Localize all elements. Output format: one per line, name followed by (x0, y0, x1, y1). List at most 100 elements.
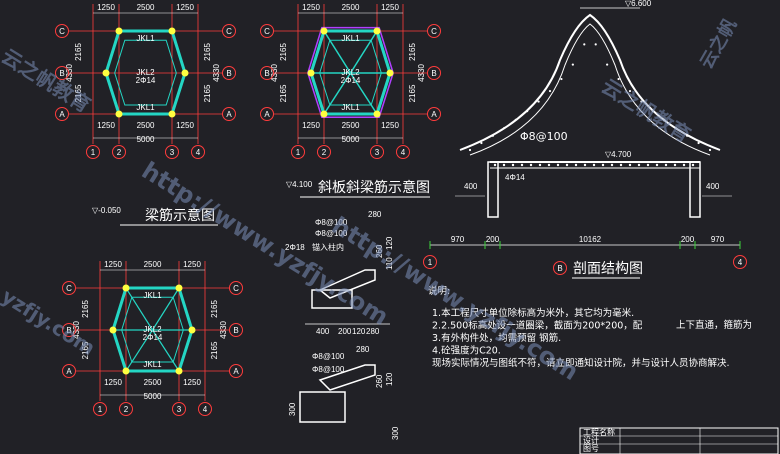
detail1-h3: 110 (385, 257, 394, 270)
slab-rebar-dot (664, 163, 668, 167)
plan-bottom-left-dim-right-part2: 2165 (210, 341, 219, 359)
plan-bottom-left-bubble-col-2: 2 (124, 405, 129, 414)
slab-rebar-dot (574, 163, 578, 167)
detail2-beam-profile (318, 364, 376, 391)
plan-top-left-dim-bot-1: 1250 (97, 121, 115, 130)
detail1-h2: 120 (385, 236, 394, 250)
plan-top-left-column-node-5 (102, 69, 110, 77)
plan-bottom-left-bubble-col-3-circle (172, 402, 186, 416)
plan-top-right-bubble-col-4-circle (396, 145, 410, 159)
plan-top-right-column-node-3 (373, 110, 381, 118)
plan-top-left-bubble-row-B-left: B (59, 69, 64, 78)
plan-bottom-left-bubble-row-B-left-circle (62, 323, 76, 337)
plan-bottom-left-dim-top-1: 1250 (104, 260, 122, 269)
plan-top-left-dim-total: 5000 (137, 135, 155, 144)
roof-rebar-dot (503, 126, 506, 130)
notes-line-3: 3.有外构件处，均需预留 钢筋. (432, 332, 561, 344)
section-dim-0: 970 (451, 235, 465, 244)
plan-top-left-bubble-col-1: 1 (91, 148, 96, 157)
plan-top-left-bubble-row-B-right-circle (222, 66, 236, 80)
detail1-bottom-0: 400 (316, 327, 330, 336)
plan-top-right-dim-left-part1: 2165 (279, 43, 288, 61)
plan-bottom-left-bubble-row-B-right-circle (229, 323, 243, 337)
notes-line-5: 现场实际情况与图纸不符，请立即通知设计院，并与设计人员协商解决. (432, 357, 730, 369)
slab-rebar-dot (637, 163, 641, 167)
slab-rebar-dot (538, 163, 542, 167)
slab-rebar-dot (529, 163, 533, 167)
plan-top-left-bubble-row-A-right: A (226, 110, 232, 119)
plan-top-left-dim-right-part2: 2165 (203, 84, 212, 102)
roof-rebar-dot (606, 63, 609, 66)
plan-top-right-bubble-row-C-right-circle (427, 24, 441, 38)
watermark-cn-3: 云之帆 (695, 15, 741, 73)
section-dim-2: 10162 (579, 235, 602, 244)
title-block-label-3: 图号 (583, 444, 599, 453)
plan-top-right-dim-right-part1: 2165 (408, 43, 417, 61)
plan-top-right-beam-label-bot: JKL1 (341, 103, 360, 112)
plan-top-right-bubble-col-4: 4 (401, 148, 406, 157)
plan-bottom-left-bubble-col-4: 4 (203, 405, 208, 414)
plan-top-left-hex-inner (114, 39, 177, 106)
plan-bottom-left-column-node-0 (122, 284, 130, 292)
section-column-right (689, 161, 701, 218)
roof-rebar-dot (480, 141, 483, 145)
plan-bottom-left-bubble-row-C-right: C (233, 284, 239, 293)
plan-top-right-bubble-col-3: 3 (375, 148, 380, 157)
plan-top-right-bubble-row-A-left: A (264, 110, 270, 119)
plan-bottom-left-column-node-3 (175, 367, 183, 375)
plan-bottom-left-bubble-col-3: 3 (177, 405, 182, 414)
plan-bottom-left-bubble-row-C-left: C (66, 284, 72, 293)
notes-heading: 说明: (428, 285, 450, 297)
plan-top-right-bubble-col-2-circle (317, 145, 331, 159)
plan-top-left-column-node-2 (181, 69, 189, 77)
plan-bottom-left-dim-top-3: 1250 (183, 260, 201, 269)
plan-top-left-bubble-col-1-circle (86, 145, 100, 159)
detail1-bottom-3: 280 (366, 327, 380, 336)
section-grid-b: B (557, 264, 562, 273)
plan-top-left-bubble-row-A-left-circle (55, 107, 69, 121)
plan-top-right-dim-top-1: 1250 (302, 3, 320, 12)
detail1-bar: 2Φ18 (285, 243, 305, 252)
plan-top-right-rib-1 (349, 30, 378, 74)
plan-top-right-bubble-row-A-right-circle (427, 107, 441, 121)
plan-top-right-dim-left-part2: 2165 (279, 84, 288, 102)
plan-bottom-left-bubble-row-B-right: B (233, 326, 238, 335)
detail1-bar-note: 锚入柱内 (312, 242, 344, 252)
plan-top-left-beam-label-top: JKL1 (136, 34, 155, 43)
plan-bottom-left-dim-right-total: 4330 (219, 321, 228, 339)
plan-top-right-beam-label-mid: JKL2 (341, 68, 360, 77)
roof-rebar-dot (708, 148, 712, 152)
plan-top-right-dim-left-total: 4330 (270, 64, 279, 82)
plan-top-left-bubble-row-C-left-circle (55, 24, 69, 38)
title-section: 剖面结构图 (573, 261, 643, 277)
level-eave: ▽4.700 (605, 150, 632, 159)
plan-bottom-left-bubble-row-A-right: A (233, 367, 239, 376)
slab-rebar-dot (511, 163, 515, 167)
plan-bottom-left-dim-top-2: 2500 (144, 260, 162, 269)
notes-line2-tail: 上下直通，箍筋为 (676, 319, 752, 331)
plan-top-right-bubble-row-A-left-circle (260, 107, 274, 121)
roof-rebar-dot (651, 109, 654, 113)
plan-bottom-left-rib-3 (151, 329, 180, 372)
plan-bottom-left-bubble-col-1-circle (93, 402, 107, 416)
detail2-top-dim: 280 (356, 345, 370, 354)
slab-rebar-dot (682, 163, 686, 167)
plan-top-left-bubble-col-3-circle (165, 145, 179, 159)
level-beam-plan: ▽-0.050 (92, 206, 121, 215)
slab-rebar-dot (592, 163, 596, 167)
plan-bottom-left-bubble-row-C-right-circle (229, 281, 243, 295)
plan-bottom-left-dim-left-part1: 2165 (81, 300, 90, 318)
plan-top-left-bubble-row-C-right-circle (222, 24, 236, 38)
plan-bottom-left-bubble-row-C-left-circle (62, 281, 76, 295)
plan-bottom-left-rib-4 (125, 329, 154, 372)
plan-top-right-column-node-2 (386, 69, 394, 77)
roof-rebar-dot (537, 100, 540, 103)
slab-rebar-dot (673, 163, 677, 167)
detail2-left: 300 (288, 402, 297, 416)
roof-rebar-dot (548, 89, 552, 93)
title-block-label-2: 设计 (583, 435, 599, 445)
detail2-base (299, 391, 346, 423)
watermark-domain-1: yzfjy.com (0, 284, 100, 360)
section-height-left: 400 (464, 182, 478, 191)
plan-top-right-dim-bot-1: 1250 (302, 121, 320, 130)
